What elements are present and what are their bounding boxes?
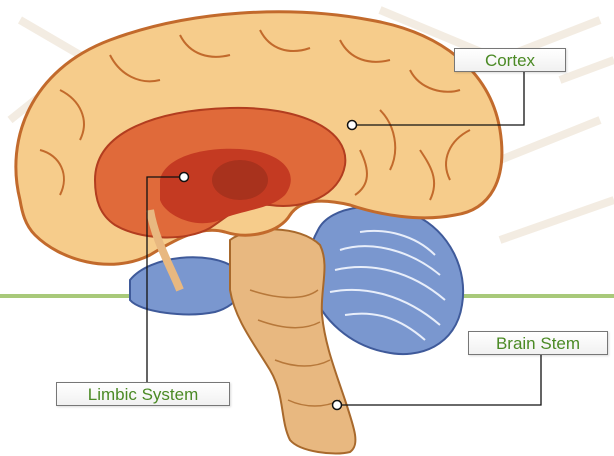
cerebellum bbox=[308, 207, 463, 355]
limbic-system-label: Limbic System bbox=[56, 382, 230, 406]
cortex-label: Cortex bbox=[454, 48, 566, 72]
brain-stem-label: Brain Stem bbox=[468, 331, 608, 355]
brainstem-marker-icon bbox=[333, 401, 342, 410]
limbic-marker-icon bbox=[180, 173, 189, 182]
cortex-marker-icon bbox=[348, 121, 357, 130]
brainstem-leader-line bbox=[337, 355, 541, 405]
